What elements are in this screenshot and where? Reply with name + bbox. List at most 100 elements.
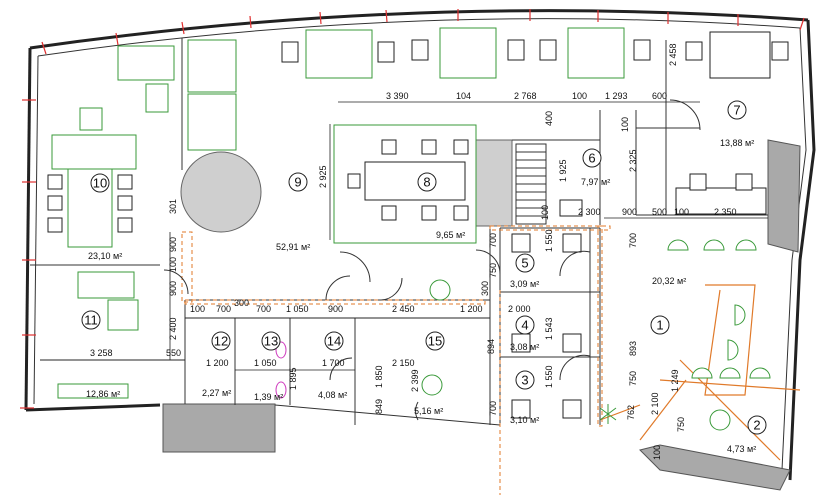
dim-wc-17: 2 325 xyxy=(628,149,638,172)
dim-top-3: 2 768 xyxy=(514,91,537,101)
cabinet-1 xyxy=(187,39,237,93)
dim-bot-6: 2 150 xyxy=(392,358,415,368)
dim-left-3: 900 xyxy=(168,237,178,252)
room-4-marker: 4 xyxy=(515,315,535,335)
dim-corr-7: 2 450 xyxy=(392,304,415,314)
wc-fixtures xyxy=(275,199,583,419)
dim-left-2: 301 xyxy=(168,199,178,214)
room-15-marker: 15 xyxy=(425,331,445,351)
conference-table xyxy=(364,161,466,201)
south-east-wedge xyxy=(639,444,791,491)
room-9-area: 52,91 м² xyxy=(276,242,310,252)
office-11-bench xyxy=(57,383,129,399)
dim-wc-20: 1 895 xyxy=(288,367,298,390)
outer-wall-west xyxy=(24,47,32,411)
dim-mid-2: 900 xyxy=(622,207,637,217)
dim-corr-1: 100 xyxy=(190,304,205,314)
dim-top-7: 2 458 xyxy=(668,43,678,66)
core-column-center xyxy=(475,139,513,227)
room-6-area: 7,97 м² xyxy=(581,177,610,187)
dim-wc-6: 894 xyxy=(486,339,496,354)
svg-text:4: 4 xyxy=(521,318,528,333)
room-8-marker: 8 xyxy=(417,172,437,192)
room-12-area: 2,27 м² xyxy=(202,388,231,398)
dim-bot-1: 3 258 xyxy=(90,348,113,358)
side-table xyxy=(79,107,103,131)
outer-wall-west-inner xyxy=(33,55,39,405)
dim-left-1: 2 925 xyxy=(318,165,328,188)
dim-wc-3: 750 xyxy=(488,263,498,278)
interior-walls xyxy=(30,38,768,426)
svg-text:3: 3 xyxy=(521,373,528,388)
office-7-chair-2 xyxy=(771,41,789,61)
dim-mid-5: 2 350 xyxy=(714,207,737,217)
dim-wc-12: 2 100 xyxy=(650,392,660,415)
round-column xyxy=(180,151,262,233)
dim-bot-2: 550 xyxy=(166,348,181,358)
dim-corr-6: 900 xyxy=(328,304,343,314)
core-column-bottom xyxy=(162,403,276,453)
dim-left-5: 900 xyxy=(168,281,178,296)
office-10-desk xyxy=(51,134,137,170)
svg-text:9: 9 xyxy=(294,175,301,190)
reception-chair-1 xyxy=(689,173,707,191)
door-swings xyxy=(163,99,701,421)
dim-mid-4: 100 xyxy=(674,207,689,217)
sofa xyxy=(117,45,175,81)
room-3-marker: 3 xyxy=(515,370,535,390)
room-10-marker: 10 xyxy=(90,173,110,193)
dim-corr-8: 1 200 xyxy=(460,304,483,314)
svg-text:11: 11 xyxy=(84,313,98,328)
window-marks xyxy=(20,9,805,409)
dim-wc-11: 100 xyxy=(652,445,662,460)
dim-wc-25: 1 550 xyxy=(544,365,554,388)
room-5-area: 3,09 м² xyxy=(510,279,539,289)
dim-wc-14: 750 xyxy=(676,417,686,432)
room-14-marker: 14 xyxy=(324,331,344,351)
reception-seating xyxy=(667,239,771,379)
dim-mid-1: 2 300 xyxy=(578,207,601,217)
dim-wc-21: 750 xyxy=(628,371,638,386)
dim-wc-9: 2 399 xyxy=(410,369,420,392)
room-5-marker: 5 xyxy=(515,253,535,273)
svg-text:12: 12 xyxy=(214,334,228,349)
cabinet-2 xyxy=(187,93,237,151)
room-7-marker: 7 xyxy=(727,100,747,120)
dim-wc-22: 100 xyxy=(540,205,550,220)
svg-text:15: 15 xyxy=(428,334,442,349)
outer-wall-north-inner xyxy=(37,18,801,57)
reception-chair-2 xyxy=(735,173,753,191)
office-7-desk xyxy=(709,31,771,79)
office-11-desk xyxy=(77,271,135,299)
room-12-marker: 12 xyxy=(211,331,231,351)
dim-wc-16: 1 925 xyxy=(558,159,568,182)
svg-text:14: 14 xyxy=(327,334,341,349)
armchair xyxy=(145,83,169,113)
office-10-chairs xyxy=(47,174,133,233)
dim-left-6: 2 400 xyxy=(168,317,178,340)
dim-corr-9: 2 000 xyxy=(508,304,531,314)
dim-corr-5: 1 050 xyxy=(286,304,309,314)
dim-bot-5: 1 700 xyxy=(322,358,345,368)
dim-wc-19: 100 xyxy=(620,117,630,132)
outer-wall-east xyxy=(788,19,816,481)
partitions xyxy=(181,225,801,495)
svg-text:5: 5 xyxy=(521,256,528,271)
workstations xyxy=(281,27,651,79)
room-14-area: 4,08 м² xyxy=(318,390,347,400)
stairs xyxy=(515,143,547,225)
dim-wc-5: 1 543 xyxy=(544,317,554,340)
dim-bot-3: 1 200 xyxy=(206,358,229,368)
room-15-area: 5,16 м² xyxy=(414,406,443,416)
east-column xyxy=(767,139,801,253)
svg-text:13: 13 xyxy=(264,334,278,349)
svg-text:6: 6 xyxy=(588,151,595,166)
outer-wall-north xyxy=(29,9,809,50)
svg-text:2: 2 xyxy=(753,418,760,433)
dim-mid-3: 500 xyxy=(652,207,667,217)
dim-wc-13: 1 249 xyxy=(670,369,680,392)
dim-wc-18: 400 xyxy=(544,111,554,126)
room-1-area: 20,32 м² xyxy=(652,276,686,286)
room-2-area: 4,73 м² xyxy=(727,444,756,454)
